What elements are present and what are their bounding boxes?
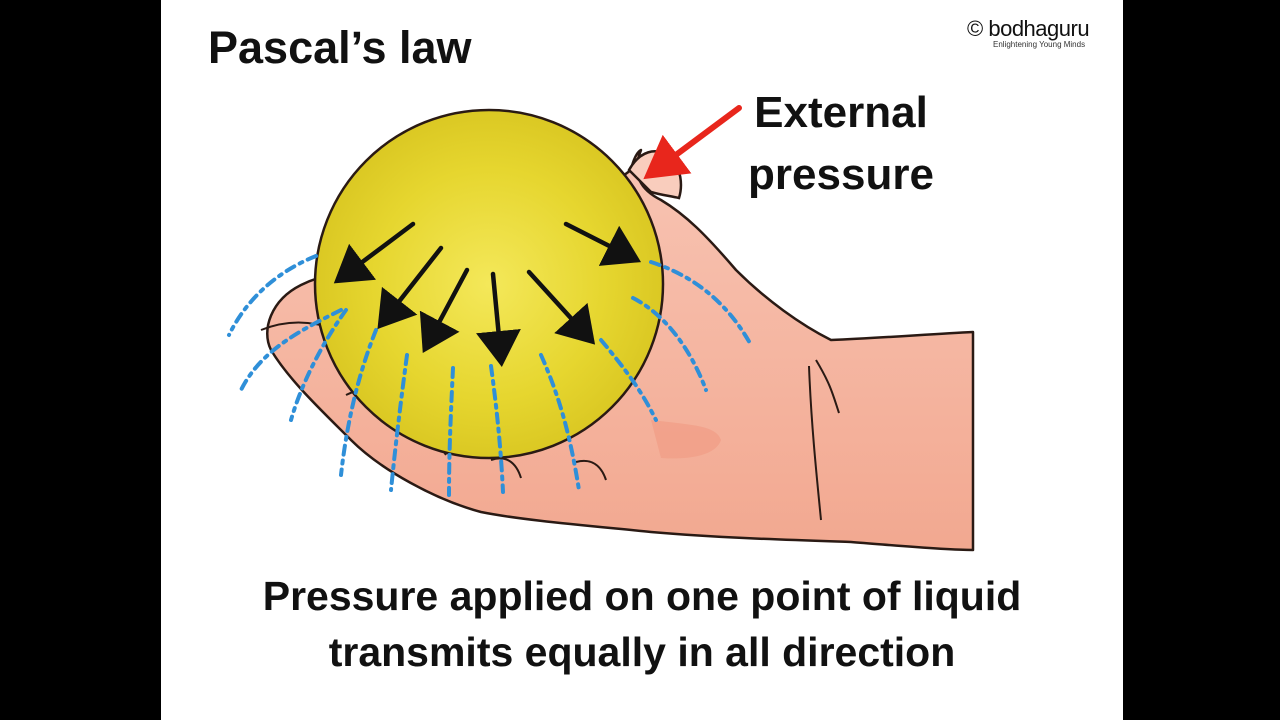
flow-lines [227,254,753,497]
external-pressure-label: External pressure [741,82,941,206]
annotation-line-1: External [754,88,928,137]
force-arrows [333,221,642,367]
annotation-line-2: pressure [748,150,934,199]
pascal-diagram [227,105,975,552]
pointer-arrow [643,105,742,180]
slide-title: Pascal’s law [208,22,472,73]
caption-line-1: Pressure applied on one point of liquid [262,573,1022,619]
logo-text: © bodhaguru [967,16,1090,42]
caption-line-2: transmits equally in all direction [328,629,956,675]
logo: © bodhaguru Enlightening Young Minds [967,6,1117,54]
logo-wordmark: bodhaguru [988,16,1090,41]
logo-tagline: Enlightening Young Minds [993,40,1086,49]
liquid-ball [313,108,665,460]
slide: Pascal’s law © bodhaguru Enlightening Yo… [161,0,1123,720]
caption: Pressure applied on one point of liquid … [161,568,1123,680]
copyright-symbol: © [967,16,983,41]
